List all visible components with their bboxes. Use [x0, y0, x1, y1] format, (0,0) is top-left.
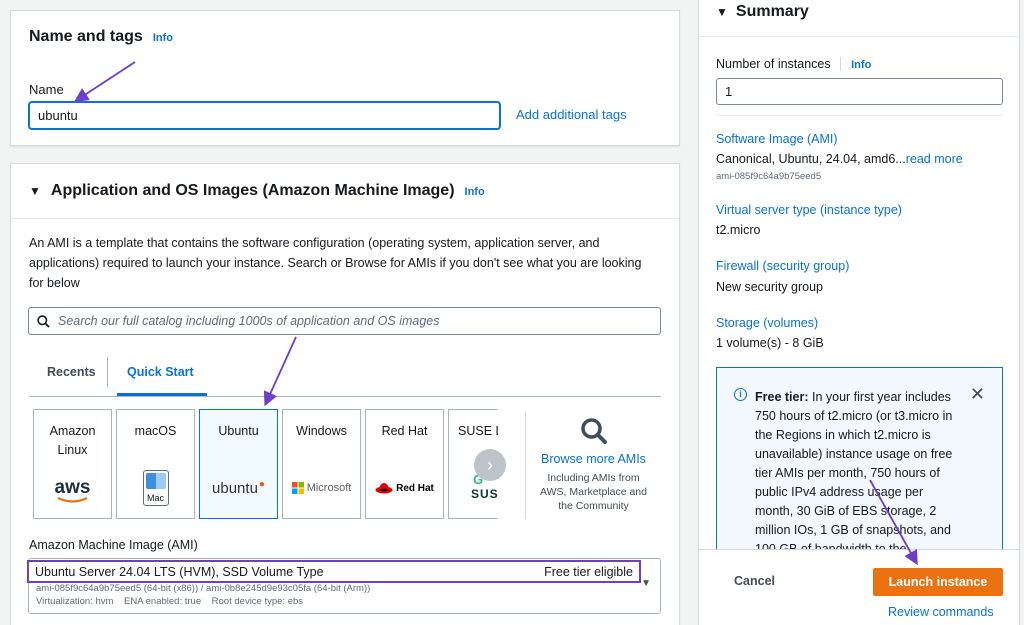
review-commands-link[interactable]: Review commands [888, 605, 994, 619]
magnifier-icon [536, 411, 651, 451]
suse-logo-icon: G SUS [471, 472, 498, 501]
tab-quick-start[interactable]: Quick Start [127, 365, 194, 379]
redhat-logo-icon: Red Hat [366, 470, 443, 506]
tile-red-hat[interactable]: Red Hat Red Hat [365, 409, 444, 519]
tiles-divider [525, 411, 526, 519]
launch-instance-button[interactable]: Launch instance [873, 568, 1003, 596]
summary-divider [716, 115, 1003, 116]
add-tags-link[interactable]: Add additional tags [516, 107, 627, 122]
name-label: Name [29, 82, 64, 97]
tile-macos[interactable]: macOS Mac [116, 409, 195, 519]
free-tier-alert: i ✕ Free tier: In your first year includ… [716, 367, 1003, 549]
microsoft-logo-icon: Microsoft [283, 470, 360, 506]
ami-details: Virtualization: hvm ENA enabled: true Ro… [36, 596, 304, 607]
tile-name: Ubuntu [218, 424, 259, 438]
collapse-caret-icon[interactable]: ▼ [29, 184, 41, 198]
tab-active-underline [117, 393, 207, 396]
tile-name: Windows [296, 424, 347, 438]
summary-title[interactable]: ▼Summary [716, 3, 809, 20]
instances-label: Number of instances Info [716, 57, 872, 71]
storage-label[interactable]: Storage (volumes) [716, 316, 819, 330]
browse-more-panel[interactable]: Browse more AMIs Including AMIs from AWS… [536, 411, 651, 513]
search-placeholder: Search our full catalog including 1000s … [58, 314, 440, 328]
ami-panel: ▼ Application and OS Images (Amazon Mach… [10, 163, 680, 625]
name-input-value: ubuntu [38, 108, 78, 123]
instances-info-link[interactable]: Info [851, 59, 872, 71]
browse-more-desc: Including AMIs from AWS, Marketplace and… [540, 472, 647, 512]
collapse-caret-icon: ▼ [716, 5, 728, 19]
summary-header-divider [699, 36, 1019, 37]
software-image-value: Canonical, Ubuntu, 24.04, amd6...read mo… [716, 152, 963, 166]
tile-ubuntu[interactable]: Ubuntu ubuntu● [199, 409, 278, 519]
tile-amazon-linux[interactable]: Amazon Linux aws [33, 409, 112, 519]
name-input[interactable]: ubuntu [28, 101, 501, 130]
ami-divider [11, 218, 679, 219]
summary-footer-divider [699, 549, 1019, 550]
free-tier-text: Free tier: In your first year includes 7… [755, 390, 953, 549]
tile-name: macOS [134, 424, 177, 438]
tab-divider [107, 357, 108, 387]
carousel-next-button[interactable]: › [474, 449, 506, 481]
close-icon[interactable]: ✕ [969, 384, 985, 404]
tile-name: Red Hat [381, 424, 428, 438]
ami-select-label: Amazon Machine Image (AMI) [29, 538, 198, 552]
info-circle-icon: i [734, 388, 747, 401]
ami-description: An AMI is a template that contains the s… [29, 236, 642, 290]
ami-ids: ami-085f9c64a9b75eed5 (64-bit (x86)) / a… [36, 583, 371, 594]
ami-section-title: Application and OS Images (Amazon Machin… [50, 182, 455, 199]
cancel-button[interactable]: Cancel [734, 574, 775, 588]
tabs-baseline [29, 396, 661, 397]
firewall-value: New security group [716, 280, 823, 294]
storage-value: 1 volume(s) - 8 GiB [716, 336, 824, 350]
tile-windows[interactable]: Windows Microsoft [282, 409, 361, 519]
instances-input[interactable]: 1 [716, 78, 1003, 105]
chevron-down-icon: ▼ [641, 578, 651, 589]
mac-finder-icon: Mac [117, 470, 194, 506]
name-tags-panel: Name and tags Info Name ubuntu Add addit… [10, 10, 680, 146]
name-tags-title: Name and tags [29, 28, 143, 45]
instance-type-value: t2.micro [716, 223, 761, 237]
browse-more-link[interactable]: Browse more AMIs [541, 452, 646, 466]
search-icon [37, 314, 50, 328]
ami-search-input[interactable]: Search our full catalog including 1000s … [28, 307, 661, 335]
name-tags-info-link[interactable]: Info [152, 32, 173, 44]
aws-logo-icon: aws [34, 470, 111, 506]
ami-highlight-box: Ubuntu Server 24.04 LTS (HVM), SSD Volum… [27, 560, 641, 583]
software-image-label[interactable]: Software Image (AMI) [716, 132, 838, 146]
firewall-label[interactable]: Firewall (security group) [716, 259, 850, 273]
tile-name: Amazon Linux [49, 424, 96, 457]
ubuntu-logo-icon: ubuntu● [212, 478, 265, 497]
read-more-link[interactable]: read more [905, 152, 963, 166]
ami-info-link[interactable]: Info [464, 186, 485, 198]
tile-name: SUSE Li [458, 424, 498, 438]
ami-name: Ubuntu Server 24.04 LTS (HVM), SSD Volum… [35, 564, 324, 579]
software-image-id: ami-085f9c64a9b75eed5 [716, 171, 822, 182]
instance-type-label[interactable]: Virtual server type (instance type) [716, 203, 902, 217]
tab-recents[interactable]: Recents [47, 365, 96, 379]
free-tier-eligible-badge: Free tier eligible [544, 564, 633, 579]
